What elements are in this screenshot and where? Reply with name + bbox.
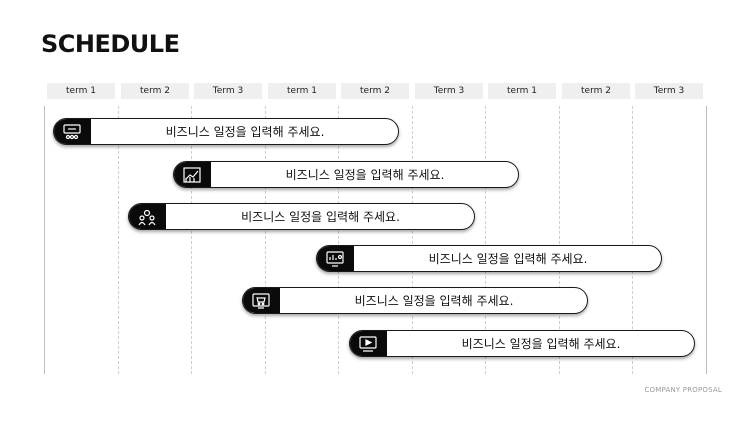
term-header: Term 3 — [194, 83, 262, 99]
schedule-bar[interactable]: 비즈니스 일정을 입력해 주세요. — [128, 203, 475, 230]
footer-text: COMPANY PROPOSAL — [644, 386, 722, 394]
grid-line — [44, 106, 45, 374]
presentation-icon — [54, 119, 91, 144]
schedule-bar-label: 비즈니스 일정을 입력해 주세요. — [285, 168, 445, 182]
term-header: term 2 — [341, 83, 409, 99]
page-title: SCHEDULE — [41, 30, 180, 58]
term-header: term 1 — [47, 83, 115, 99]
grid-line — [265, 106, 266, 374]
term-header: term 2 — [121, 83, 189, 99]
term-header: term 1 — [488, 83, 556, 99]
shopping-cart-icon — [243, 288, 280, 313]
term-header: Term 3 — [415, 83, 483, 99]
schedule-bar[interactable]: 비즈니스 일정을 입력해 주세요. — [53, 118, 399, 145]
schedule-bar[interactable]: 비즈니스 일정을 입력해 주세요. — [316, 245, 662, 272]
team-icon — [129, 204, 166, 229]
term-header: term 1 — [268, 83, 336, 99]
schedule-bar-label: 비즈니스 일정을 입력해 주세요. — [165, 125, 325, 139]
schedule-bar-label: 비즈니스 일정을 입력해 주세요. — [241, 210, 400, 224]
grid-line — [191, 106, 192, 374]
grid-line — [118, 106, 119, 374]
dashboard-icon — [317, 246, 354, 271]
grid-line — [632, 106, 633, 374]
growth-chart-icon — [174, 162, 211, 187]
grid-line — [706, 106, 707, 374]
video-play-icon — [350, 331, 387, 356]
term-header: Term 3 — [635, 83, 703, 99]
term-header: term 2 — [562, 83, 630, 99]
schedule-bar-label: 비즈니스 일정을 입력해 주세요. — [354, 294, 514, 308]
schedule-bar[interactable]: 비즈니스 일정을 입력해 주세요. — [242, 287, 588, 314]
schedule-bar-label: 비즈니스 일정을 입력해 주세요. — [428, 252, 588, 266]
schedule-bar[interactable]: 비즈니스 일정을 입력해 주세요. — [349, 330, 695, 357]
schedule-bar[interactable]: 비즈니스 일정을 입력해 주세요. — [173, 161, 519, 188]
grid-line — [338, 106, 339, 374]
schedule-bar-label: 비즈니스 일정을 입력해 주세요. — [461, 337, 621, 351]
grid-line — [412, 106, 413, 374]
grid-line — [559, 106, 560, 374]
grid-line — [485, 106, 486, 374]
